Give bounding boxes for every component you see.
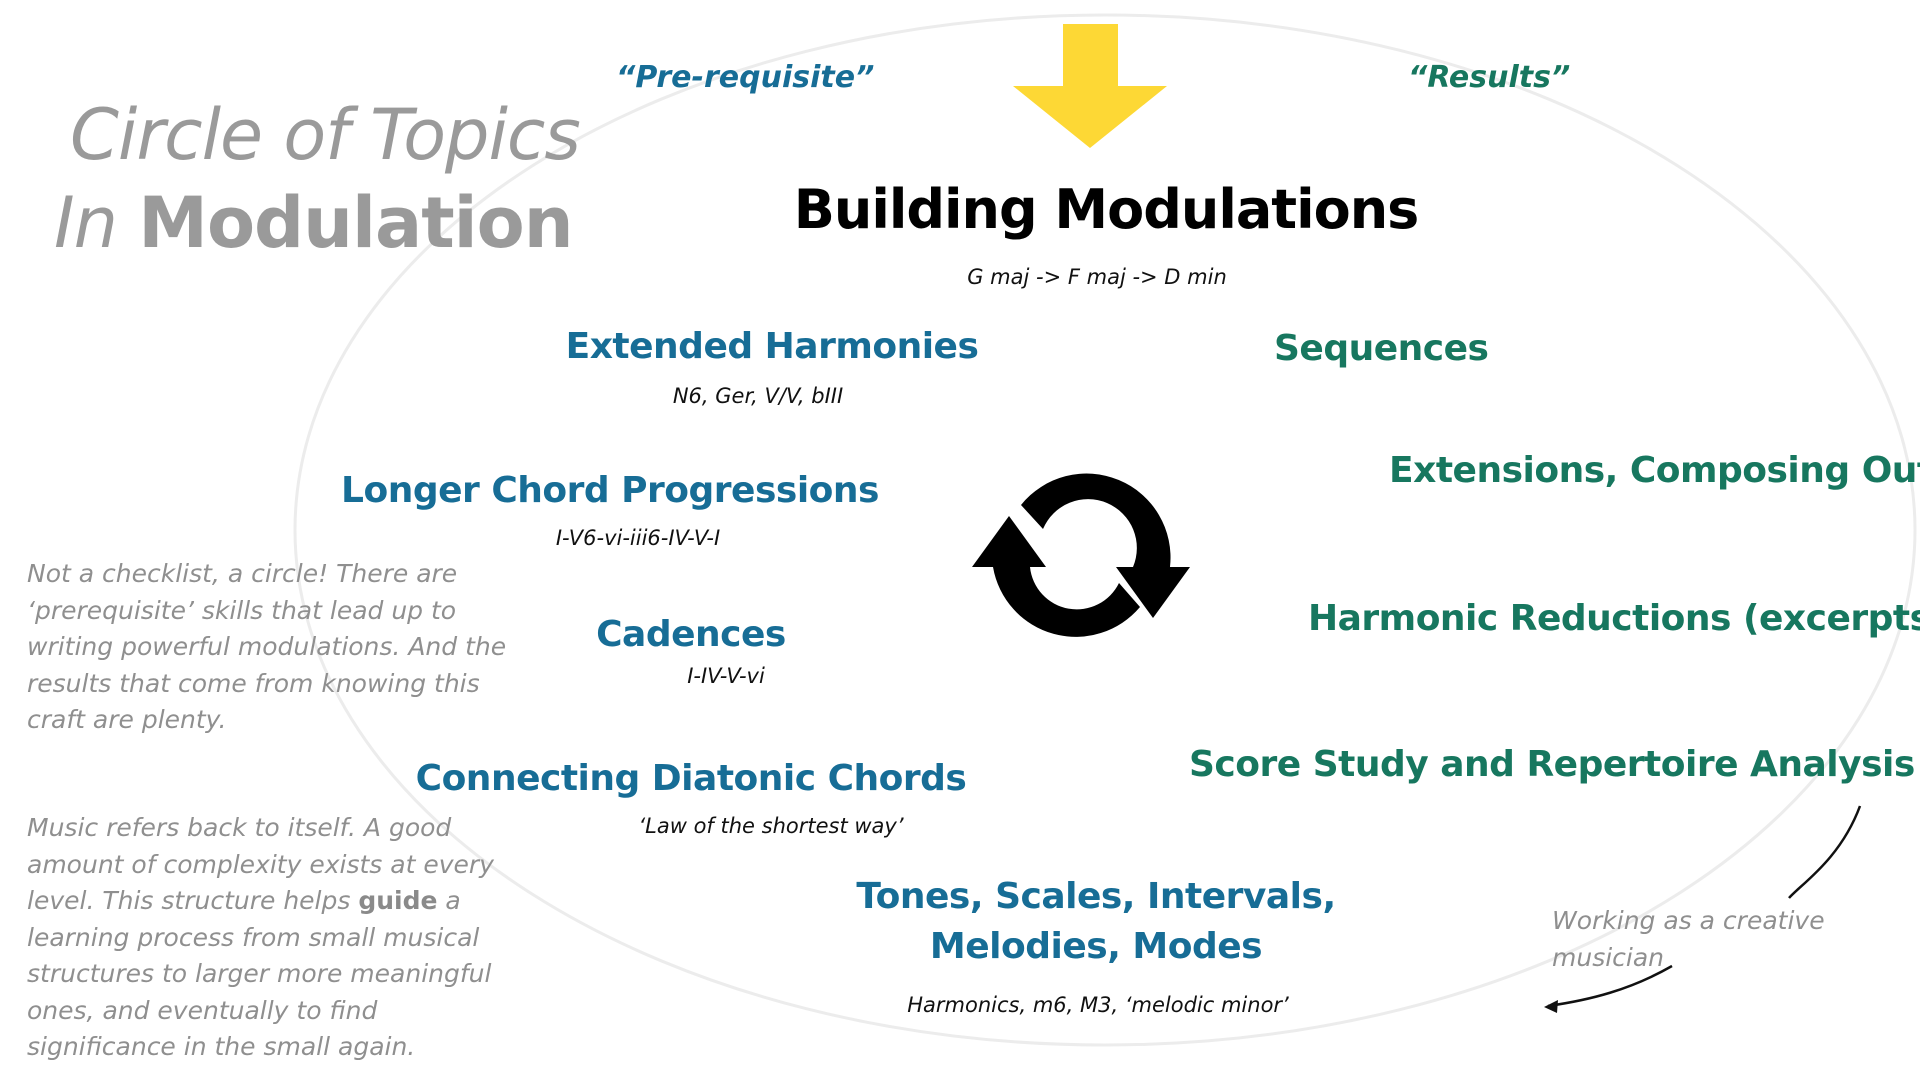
topic-harmonic-reductions: Harmonic Reductions (excerpts): [1308, 598, 1920, 639]
topic-tones-line-2: Melodies, Modes: [929, 926, 1263, 967]
topic-circle: [293, 13, 1917, 1047]
circle-note: Not a checklist, a circle! There are ‘pr…: [27, 559, 507, 734]
center-topic-subtitle: G maj -> F maj -> D min: [967, 265, 1227, 289]
title-prefix: In: [54, 182, 118, 264]
topic-cadences: Cadences: [596, 614, 786, 655]
working-note: Working as a creative musician: [1552, 906, 1825, 972]
title-line-1: Circle of Topics: [70, 94, 581, 176]
center-topic-title: Building Modulations: [793, 178, 1420, 241]
structure-note-after: a learning process from small musical st…: [27, 886, 492, 1061]
title-bold: Modulation: [138, 182, 573, 264]
topic-cadences-sub: I-IV-V-vi: [687, 664, 765, 688]
topic-connecting-diatonic: Connecting Diatonic Chords: [415, 758, 967, 799]
structure-note: Music refers back to itself. A good amou…: [27, 810, 507, 1066]
topic-extended-harmonies: Extended Harmonies: [565, 326, 979, 367]
topic-connecting-diatonic-sub: ‘Law of the shortest way’: [638, 814, 904, 838]
topic-sequences: Sequences: [1274, 328, 1489, 369]
topic-longer-progressions: Longer Chord Progressions: [341, 470, 879, 511]
cycle-arrows-icon: [972, 473, 1190, 637]
topic-tones-scales: Tones, Scales, Intervals, Melodies, Mode…: [856, 872, 1336, 972]
title-line-2: In Modulation: [54, 188, 580, 258]
topic-score-study: Score Study and Repertoire Analysis: [1189, 744, 1915, 785]
structure-note-before: Music refers back to itself. A good amou…: [27, 813, 494, 915]
structure-note-bold: guide: [358, 886, 438, 915]
prerequisite-label: “Pre-requisite”: [616, 60, 875, 95]
topic-extended-harmonies-sub: N6, Ger, V/V, bIII: [672, 384, 844, 408]
topic-extensions: Extensions, Composing Out: [1389, 450, 1920, 491]
topic-tones-scales-sub: Harmonics, m6, M3, ‘melodic minor’: [907, 993, 1289, 1017]
topic-tones-line-1: Tones, Scales, Intervals,: [856, 876, 1336, 917]
topic-longer-progressions-sub: I-V6-vi-iii6-IV-V-I: [555, 526, 721, 550]
curved-arrow-icon: [1788, 805, 1862, 899]
curved-arrow-return: [1547, 964, 1673, 1008]
results-label: “Results”: [1408, 60, 1571, 95]
arrowhead-icon: [1544, 1000, 1558, 1013]
arrow-down-icon: [1013, 24, 1167, 148]
page-title: Circle of Topics In Modulation: [54, 94, 581, 258]
